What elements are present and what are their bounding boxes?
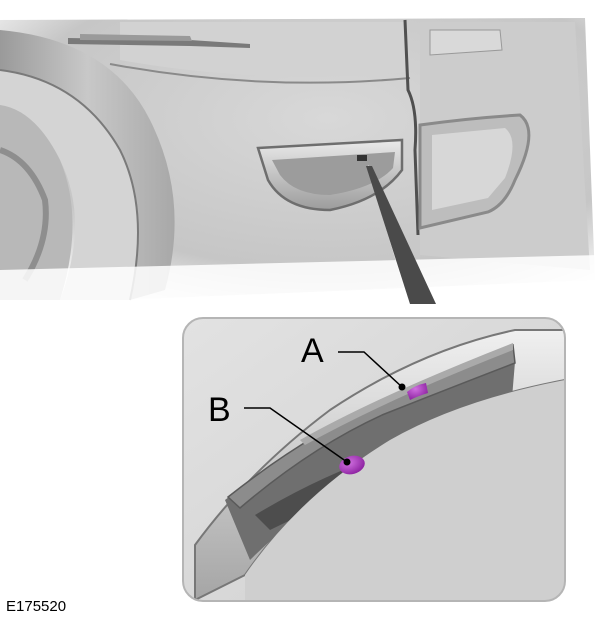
button-a-marker	[407, 383, 428, 400]
callout-leaders	[244, 351, 406, 466]
magnifier-leader	[366, 165, 438, 305]
detail-inset	[182, 317, 566, 602]
callout-label-b: B	[208, 391, 231, 429]
vehicle-rear-view	[0, 18, 600, 320]
figure-identifier: E175520	[6, 598, 67, 615]
callout-label-a: A	[301, 332, 324, 370]
